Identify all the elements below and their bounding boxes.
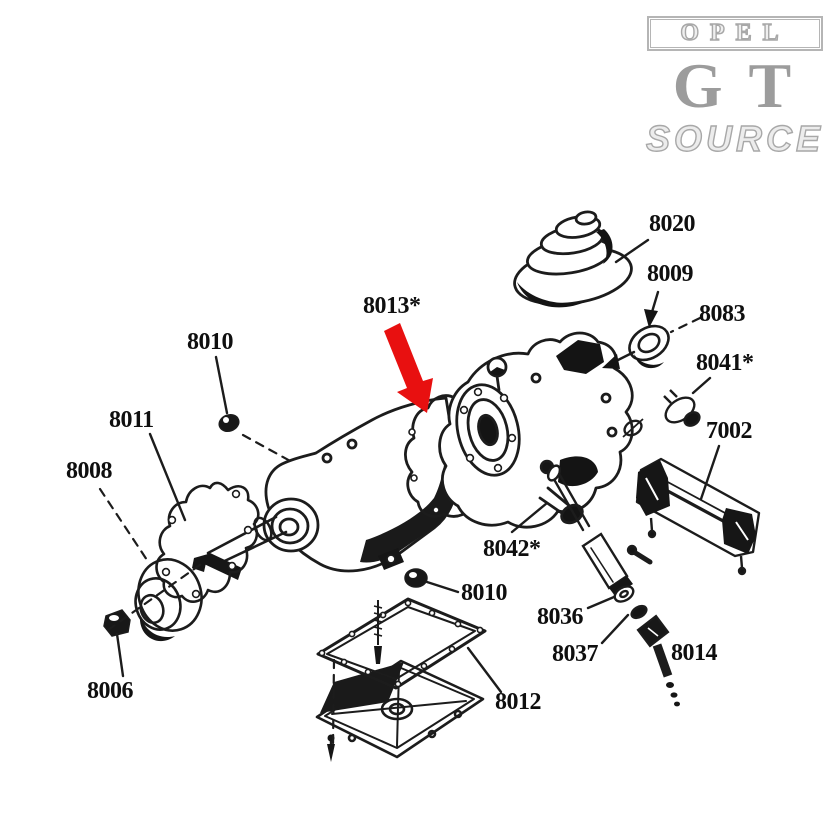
opel-gt-source-logo: OPEL GT SOURCE: [632, 16, 838, 157]
tail-housing-art: [438, 331, 634, 529]
mount-art: [635, 457, 761, 576]
part-label-8010-bottom: 8010: [461, 580, 508, 606]
part-label-8008: 8008: [66, 458, 113, 484]
part-label-8014: 8014: [671, 640, 718, 666]
part-label-8020: 8020: [649, 211, 696, 237]
gt-logo-text: GT: [672, 50, 818, 121]
part-label-8012: 8012: [495, 689, 542, 715]
part-label-8083: 8083: [699, 301, 746, 327]
nut-8010-bottom-art: [404, 568, 428, 588]
opel-badge-text: OPEL: [680, 19, 790, 46]
part-label-7002: 7002: [706, 418, 753, 444]
main-case-art: [262, 396, 459, 573]
bearing-art: [134, 558, 203, 642]
source-logo-text: SOURCE: [645, 117, 825, 159]
part-label-8009: 8009: [647, 261, 694, 287]
part-label-8037: 8037: [552, 641, 599, 667]
highlight-arrow-8013: [384, 323, 433, 413]
part-label-8011: 8011: [109, 407, 154, 433]
pan-gasket-art: [316, 597, 487, 690]
switch-art: [622, 389, 701, 438]
opel-badge: OPEL: [647, 16, 823, 51]
nut-8010-top-art: [218, 413, 240, 433]
part-label-8041: 8041*: [696, 350, 754, 376]
part-label-8006: 8006: [87, 678, 134, 704]
shift-boot-art: [513, 210, 633, 308]
part-label-8036: 8036: [537, 604, 584, 630]
dashed-lines: [98, 316, 702, 749]
part-label-8042: 8042*: [483, 536, 541, 562]
speedo-drive-art: [539, 459, 653, 620]
nut-8006-art: [103, 609, 131, 637]
front-gasket-art: [155, 481, 260, 603]
bolt-8014-art: [636, 614, 680, 707]
leader-lines: [115, 238, 721, 694]
part-label-8010-top: 8010: [187, 329, 234, 355]
part-label-8013: 8013*: [363, 293, 421, 319]
